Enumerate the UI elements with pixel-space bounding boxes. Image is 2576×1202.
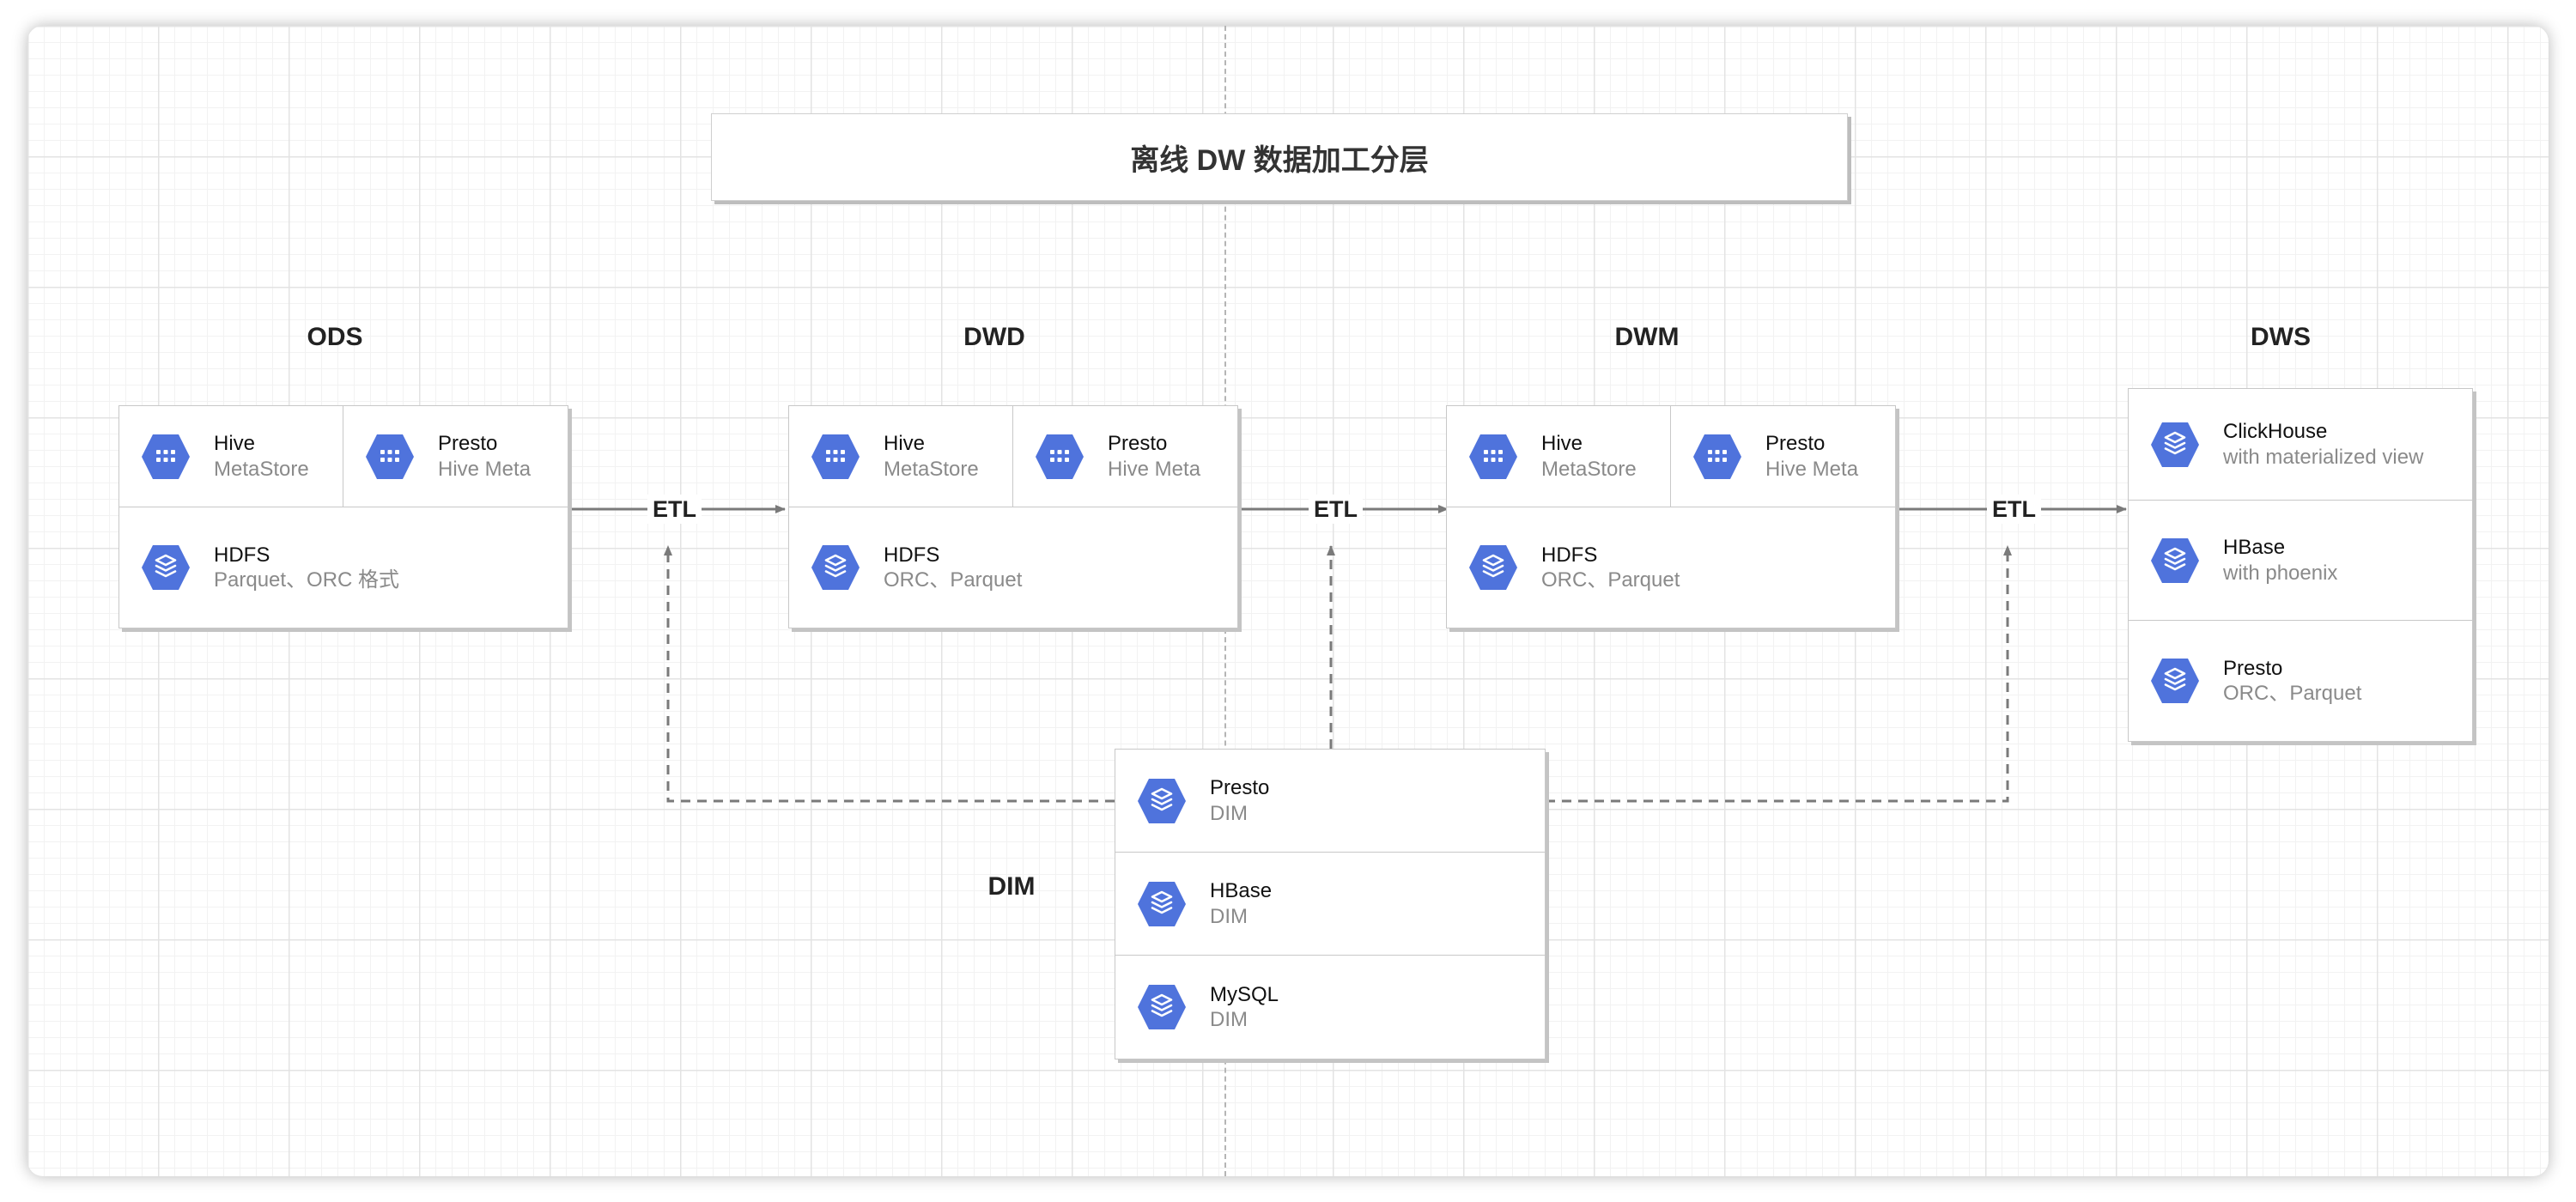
grid-icon (1034, 431, 1085, 483)
item-subtitle: MetaStore (214, 457, 309, 481)
item-name: Presto (438, 432, 498, 456)
diagram-title: 离线 DW 数据加工分层 (711, 113, 1848, 201)
item-name: Hive (1541, 432, 1583, 456)
item-name: HBase (1210, 879, 1273, 903)
item-subtitle: ORC、Parquet (1541, 568, 1680, 592)
dim-link-ods-etl (664, 545, 1115, 803)
layers-icon (810, 542, 861, 593)
etl-label-dwd-dwm: ETL (1309, 495, 1363, 524)
item-name: HBase (2223, 536, 2286, 560)
item-name: HDFS (1541, 543, 1598, 567)
dim-link-dwm-etl (1546, 545, 2012, 803)
layer-label-ods: ODS (307, 323, 363, 351)
layer-label-dim: DIM (987, 872, 1036, 901)
item-name: MySQL (1210, 982, 1279, 1006)
item-subtitle: with materialized view (2223, 445, 2424, 469)
item-name: Hive (214, 432, 256, 456)
item-name: HDFS (214, 543, 270, 567)
grid-icon (1692, 431, 1743, 483)
layer-label-dws: DWS (2251, 323, 2311, 351)
layer-label-dwm: DWM (1614, 323, 1680, 351)
item-name: HDFS (884, 543, 940, 567)
item-subtitle: Hive Meta (438, 457, 532, 481)
layers-icon (2149, 655, 2201, 707)
item-subtitle: MetaStore (1541, 457, 1637, 481)
layer-label-dwd: DWD (963, 323, 1025, 351)
item-subtitle: Hive Meta (1108, 457, 1201, 481)
item-name: Presto (2223, 656, 2283, 680)
layers-icon (2149, 535, 2201, 586)
item-subtitle: Parquet、ORC 格式 (214, 568, 400, 592)
item-subtitle: with phoenix (2223, 561, 2338, 585)
grid-icon (140, 431, 191, 483)
grid-icon (1467, 431, 1519, 483)
item-name: Presto (1108, 432, 1168, 456)
diagram-canvas: 离线 DW 数据加工分层 ODS DWD DWM DWS DIM ETL ETL… (27, 26, 2549, 1176)
layers-icon (1136, 775, 1188, 827)
layers-icon (2149, 419, 2201, 470)
item-name: ClickHouse (2223, 420, 2328, 444)
etl-label-ods-dwd: ETL (647, 495, 702, 524)
item-subtitle: Hive Meta (1765, 457, 1859, 481)
layers-icon (1136, 981, 1188, 1033)
item-subtitle: DIM (1210, 904, 1248, 928)
item-name: Presto (1765, 432, 1826, 456)
layers-icon (140, 542, 191, 593)
item-name: Hive (884, 432, 926, 456)
item-subtitle: ORC、Parquet (2223, 682, 2362, 705)
layers-icon (1136, 878, 1188, 930)
grid-icon (810, 431, 861, 483)
item-subtitle: DIM (1210, 1008, 1248, 1031)
layers-icon (1467, 542, 1519, 593)
item-subtitle: DIM (1210, 801, 1248, 825)
item-subtitle: MetaStore (884, 457, 979, 481)
item-name: Presto (1210, 776, 1270, 800)
etl-label-dwm-dws: ETL (1987, 495, 2041, 524)
item-subtitle: ORC、Parquet (884, 568, 1023, 592)
grid-icon (364, 431, 416, 483)
